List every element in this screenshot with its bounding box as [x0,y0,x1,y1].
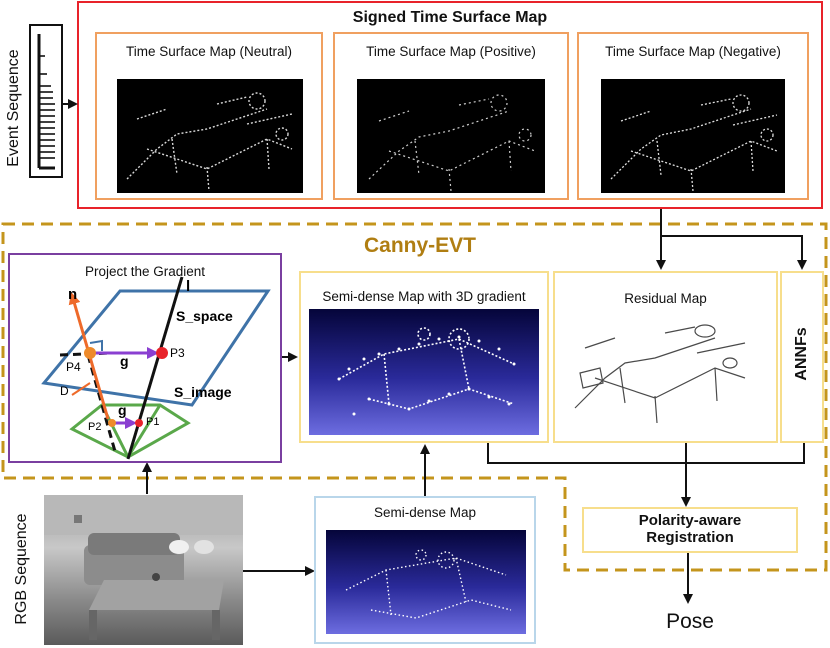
label-p1: P1 [146,416,159,428]
residual-map-title: Residual Map [624,291,707,306]
label-g-bottom: g [118,402,127,418]
semi-dense-map-title: Semi-dense Map [373,505,477,520]
time-surface-positive-panel: Time Surface Map (Positive) [333,32,569,200]
time-surface-positive-title: Time Surface Map (Positive) [366,44,536,59]
arrow-map-to-annfs [661,235,807,270]
time-surface-negative-title: Time Surface Map (Negative) [605,44,781,59]
project-gradient-title: Project the Gradient [84,264,206,279]
residual-map-panel: Residual Map [553,271,778,443]
semi-dense-3d-panel: Semi-dense Map with 3D gradient [299,271,549,443]
annfs-label: ANNFs [793,327,810,381]
label-s-image: S_image [174,384,232,400]
rgb-sequence-label-wrap: RGB Sequence [10,496,34,646]
registration-box: Polarity-aware Registration [582,507,798,553]
signed-time-surface-frame: Signed Time Surface Map [77,1,823,209]
canny-evt-title: Canny-EVT [363,234,476,257]
signed-time-surface-title: Signed Time Surface Map [352,9,548,26]
time-surface-positive-image [357,79,545,193]
point-p4 [84,347,96,359]
distance-d-line [71,382,91,396]
registration-line1: Polarity-aware [638,512,742,529]
time-surface-negative-panel: Time Surface Map (Negative) [577,32,809,200]
time-surface-neutral-panel: Time Surface Map (Neutral) [95,32,323,200]
s-image-plane [69,403,191,459]
semi-dense-map-image [326,530,526,634]
semi-dense-map-panel: Semi-dense Map [314,496,536,644]
project-gradient-panel: Project the Gradient [8,253,282,463]
point-p2 [108,419,116,427]
label-s-space: S_space [176,308,233,324]
s-space-plane [41,289,271,407]
point-p1 [135,419,143,427]
registration-line2: Registration [646,529,734,546]
annfs-panel: ANNFs [780,271,824,443]
label-p2: P2 [88,421,101,433]
pose-label: Pose [666,610,714,633]
label-g-top: g [120,353,129,369]
label-p4: P4 [66,360,81,374]
residual-map-image [574,324,746,424]
projection-geometry: n l S_space S_image g g P1 P2 P3 P4 D [41,276,271,460]
event-sequence-icon [29,24,63,178]
ray-line-l [126,276,184,460]
label-l: l [186,278,190,295]
label-n: n [68,286,77,303]
semi-dense-3d-title: Semi-dense Map with 3D gradient [322,289,526,304]
merge-line-to-registration [487,441,805,464]
time-surface-neutral-title: Time Surface Map (Neutral) [125,44,293,59]
rgb-sequence-label: RGB Sequence [13,513,30,625]
time-surface-negative-image [601,79,785,193]
point-p3 [156,347,168,359]
semi-dense-3d-image [309,309,539,435]
event-stream-icon [37,34,55,170]
label-d: D [60,384,69,398]
rgb-image [44,495,243,645]
label-p3: P3 [170,346,185,360]
canny-evt-dashed-frame [1,222,828,572]
time-surface-neutral-image [117,79,303,193]
